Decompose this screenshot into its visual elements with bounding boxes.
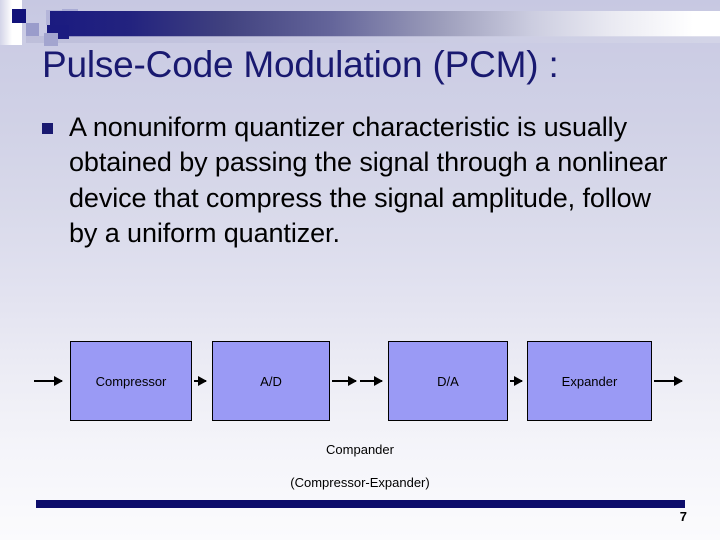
- block-label-expander: Expander: [561, 373, 618, 389]
- decoration-square-lavender-lower: [26, 23, 39, 36]
- block-label-ad: A/D: [260, 373, 282, 389]
- diagram-block-expander: Expander: [527, 341, 652, 421]
- decoration-square-lavender-lower-2: [44, 33, 58, 46]
- decoration-gradient-bar: [50, 11, 720, 37]
- diagram-block-compressor: Compressor: [70, 341, 192, 421]
- slide-body: A nonuniform quantizer characteristic is…: [42, 110, 682, 251]
- page-number: 7: [679, 509, 687, 524]
- arrow-input: [34, 376, 63, 386]
- bullet-text: A nonuniform quantizer characteristic is…: [69, 112, 668, 249]
- caption-compander: Compander: [326, 442, 394, 457]
- diagram-block-ad: A/D: [212, 341, 330, 421]
- arrow-compressor-to-ad: [194, 376, 207, 386]
- arrow-da-to-expander: [510, 376, 523, 386]
- diagram-block-da: D/A: [388, 341, 508, 421]
- footer-bar: [36, 500, 685, 508]
- slide-title: Pulse-Code Modulation (PCM) :: [42, 44, 559, 85]
- decoration-square-navy: [12, 9, 26, 23]
- arrow-ad-to-channel: [332, 376, 357, 386]
- block-diagram: Compressor A/D D/A Expander: [0, 341, 720, 431]
- caption-compressor-expander: (Compressor-Expander): [290, 475, 430, 490]
- block-label-compressor: Compressor: [95, 373, 167, 389]
- decoration-gradient-bar-shadow: [26, 36, 720, 43]
- block-label-da: D/A: [437, 373, 459, 389]
- arrow-channel-to-da: [360, 376, 383, 386]
- bullet-item: A nonuniform quantizer characteristic is…: [42, 110, 682, 251]
- square-bullet-icon: [42, 123, 53, 134]
- arrow-output: [654, 376, 683, 386]
